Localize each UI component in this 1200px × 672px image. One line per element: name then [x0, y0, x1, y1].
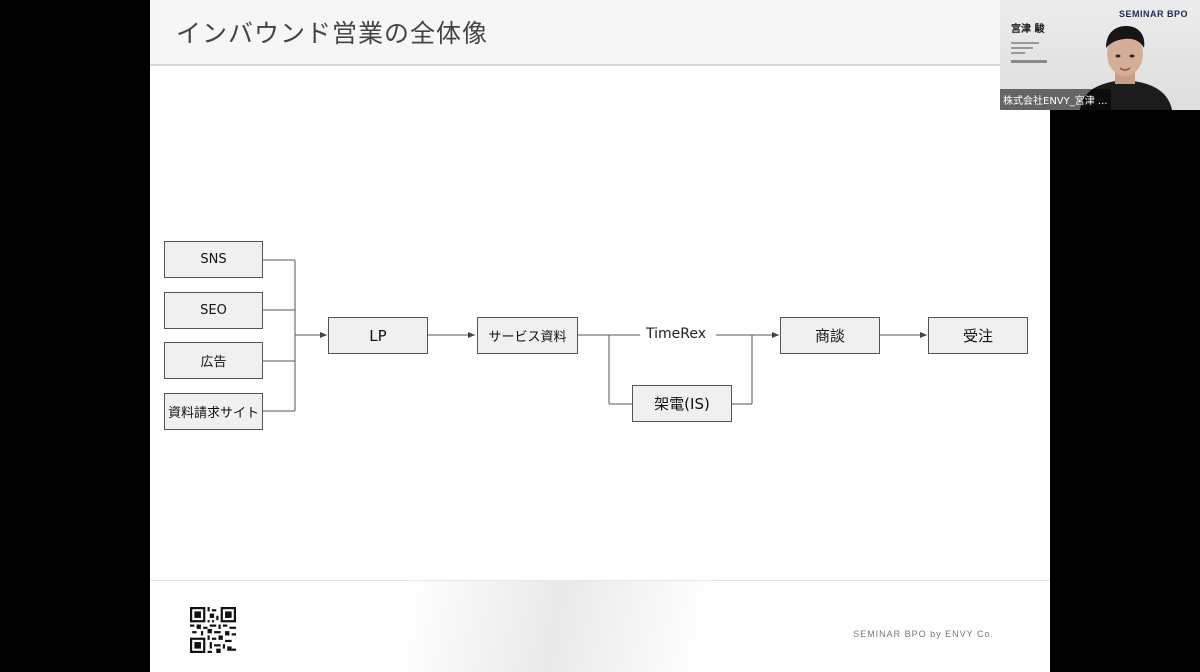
label-timerex: TimeRex: [642, 326, 711, 342]
slide-footer: SEMINAR BPO by ENVY Co.: [150, 580, 1050, 672]
node-document-request-site: 資料請求サイト: [164, 393, 263, 430]
webcam-card-name: 宮津 駿: [1011, 24, 1045, 35]
node-sns: SNS: [164, 241, 263, 278]
node-service-document: サービス資料: [477, 317, 578, 354]
footer-credit: SEMINAR BPO by ENVY Co.: [853, 629, 994, 639]
flow-connectors: [263, 259, 927, 412]
slide-title: インバウンド営業の全体像: [176, 19, 489, 48]
node-call-is: 架電(IS): [632, 385, 732, 422]
webcam-card-contact: [1011, 60, 1047, 63]
webcam-brand-logo: SEMINAR BPO: [1118, 9, 1188, 19]
qr-code-icon: [190, 607, 236, 653]
node-seo: SEO: [164, 292, 263, 329]
speaker-video-image: [1080, 26, 1172, 110]
webcam-card-details: [1011, 42, 1045, 54]
slide-header: インバウンド営業の全体像: [150, 0, 1050, 66]
webcam-participant-name: 株式会社ENVY_宮津 ...: [1000, 89, 1112, 110]
node-order: 受注: [928, 317, 1028, 354]
node-meeting: 商談: [780, 317, 880, 354]
webcam-tile[interactable]: SEMINAR BPO 宮津 駿 株式会社ENVY_宮津 ...: [1000, 0, 1200, 110]
node-ads: 広告: [164, 342, 263, 379]
presentation-slide: インバウンド営業の全体像: [150, 0, 1050, 672]
node-lp: LP: [328, 317, 428, 354]
